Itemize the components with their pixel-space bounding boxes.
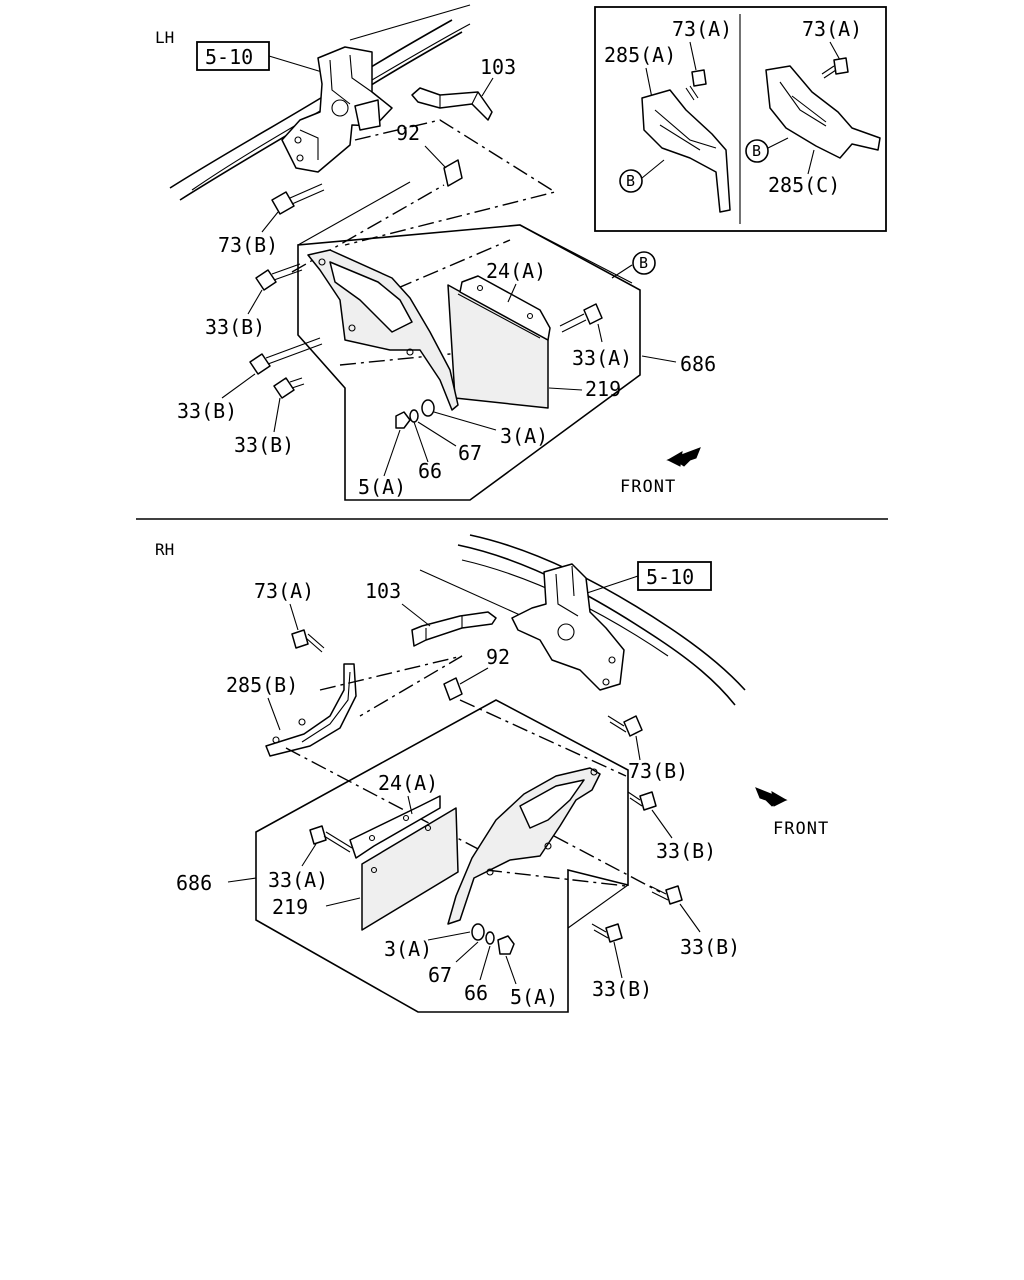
rh-section: RH 5-10 103 (155, 534, 829, 1013)
lh-washer-66: 66 (413, 421, 442, 483)
lh-callout-24a: 24(A) (486, 259, 546, 283)
rh-clip-92: 92 (443, 645, 510, 701)
lh-align-line-1 (344, 119, 557, 246)
lh-bolt-73b: 73(B) (218, 183, 325, 257)
inset-bolt-73a-right (833, 57, 849, 75)
rh-ref-box-label: 5-10 (646, 565, 694, 589)
rh-mudguard-219: 219 (272, 807, 459, 931)
rh-side-label: RH (155, 540, 174, 559)
lh-lockwasher-67: 67 (409, 409, 482, 465)
lh-bolt-33b-3: 33(B) (234, 377, 305, 457)
lh-callout-66: 66 (418, 459, 442, 483)
lh-align-line-2 (369, 239, 511, 301)
lh-callout-219: 219 (585, 377, 621, 401)
rh-callout-33b-1: 33(B) (656, 839, 716, 863)
rh-align-line-1 (319, 655, 463, 717)
rh-callout-67: 67 (428, 963, 452, 987)
rh-bolt-33b-3: 33(B) (591, 923, 652, 1001)
rh-callout-66: 66 (464, 981, 488, 1005)
lh-front-label: FRONT (620, 477, 676, 497)
rh-callout-33b-3: 33(B) (592, 977, 652, 1001)
rh-assembly-outline (255, 699, 629, 1013)
lh-plate-24a: 24(A) (459, 259, 551, 341)
lh-mount-bracket (281, 46, 393, 173)
rh-mount-bracket (511, 563, 625, 691)
lh-callout-33b-3: 33(B) (234, 433, 294, 457)
rh-callout-3a: 3(A) (384, 937, 432, 961)
svg-text:B: B (626, 172, 635, 190)
rh-bolt-33b-2: 33(B) (649, 885, 740, 959)
inset-callout-73a-right: 73(A) (802, 17, 862, 41)
inset-panel: 73(A) 285(A) B 73(A) B 285(C) (594, 6, 887, 232)
rh-align-line-3 (459, 699, 627, 777)
rh-front-label: FRONT (773, 819, 829, 839)
lh-circle-b: B (611, 251, 656, 279)
inset-callout-285a: 285(A) (604, 43, 676, 67)
inset-bolt-73a-left (691, 69, 707, 87)
lh-callout-73b: 73(B) (218, 233, 278, 257)
inset-circle-b-left: B (619, 159, 665, 193)
lh-side-label: LH (155, 28, 174, 47)
rh-bolt-73b: 73(B) (607, 715, 688, 783)
lh-washer-3a: 3(A) (421, 399, 548, 448)
rh-callout-686: 686 (176, 871, 212, 895)
lh-ref-box[interactable]: 5-10 (196, 41, 270, 71)
lh-callout-686: 686 (680, 352, 716, 376)
rh-callout-73a: 73(A) (254, 579, 314, 603)
rh-callout-92: 92 (486, 645, 510, 669)
rh-bracket-285b: 285(B) (226, 663, 357, 757)
svg-text:B: B (639, 254, 648, 272)
rh-callout-33b-2: 33(B) (680, 935, 740, 959)
rh-nut-5a: 5(A) (497, 935, 558, 1009)
rh-callout-103: 103 (365, 579, 401, 603)
lh-ref-box-label: 5-10 (205, 45, 253, 69)
lh-mudguard-219: 219 (447, 284, 621, 409)
rh-callout-73b: 73(B) (628, 759, 688, 783)
inset-bracket-285c (765, 65, 881, 159)
lh-callout-67: 67 (458, 441, 482, 465)
lh-callout-33a: 33(A) (572, 346, 632, 370)
rh-bolt-33b-1: 33(B) (627, 791, 716, 863)
rh-callout-219: 219 (272, 895, 308, 919)
rh-washer-66: 66 (464, 945, 491, 1005)
lh-callout-3a: 3(A) (500, 424, 548, 448)
lh-stay-103: 103 (411, 55, 516, 121)
rh-callout-285b: 285(B) (226, 673, 298, 697)
rh-ref-box[interactable]: 5-10 (637, 561, 712, 591)
lh-callout-5a: 5(A) (358, 475, 406, 499)
rh-align-line-5 (485, 869, 627, 887)
rh-callout-24a: 24(A) (378, 771, 438, 795)
lh-callout-103: 103 (480, 55, 516, 79)
rh-plate-24a: 24(A) (349, 771, 441, 859)
lh-fender-liner (307, 249, 459, 411)
inset-callout-73a-left: 73(A) (672, 17, 732, 41)
inset-bracket-285a (641, 89, 731, 213)
lh-callout-92: 92 (396, 121, 420, 145)
rh-callout-5a: 5(A) (510, 985, 558, 1009)
rh-front-arrow: FRONT (755, 787, 829, 839)
svg-text:B: B (752, 142, 761, 160)
rh-fender-liner (447, 767, 601, 925)
rh-bolt-73a: 73(A) (254, 579, 325, 653)
lh-nut-5a: 5(A) (358, 411, 411, 499)
lh-front-arrow: FRONT (620, 447, 701, 497)
lh-bolt-33b-2: 33(B) (177, 337, 323, 423)
lh-callout-33b-1: 33(B) (205, 315, 265, 339)
inset-circle-b-right: B (745, 137, 789, 163)
rh-lockwasher-67: 67 (428, 931, 495, 987)
inset-callout-285c: 285(C) (768, 173, 840, 197)
rh-bolt-33a: 33(A) (268, 825, 353, 892)
rh-callout-33a: 33(A) (268, 868, 328, 892)
lh-section: LH 5-10 103 (155, 4, 716, 501)
lh-bolt-33b-1: 33(B) (205, 263, 303, 339)
lh-bolt-33a: 33(A) (559, 303, 632, 370)
rh-stay-103: 103 (365, 579, 497, 647)
lh-assembly-outline (297, 224, 641, 501)
lh-clip-92: 92 (396, 121, 463, 187)
lh-callout-33b-2: 33(B) (177, 399, 237, 423)
rh-washer-3a: 3(A) (384, 923, 485, 961)
rh-align-line-4 (553, 835, 661, 893)
